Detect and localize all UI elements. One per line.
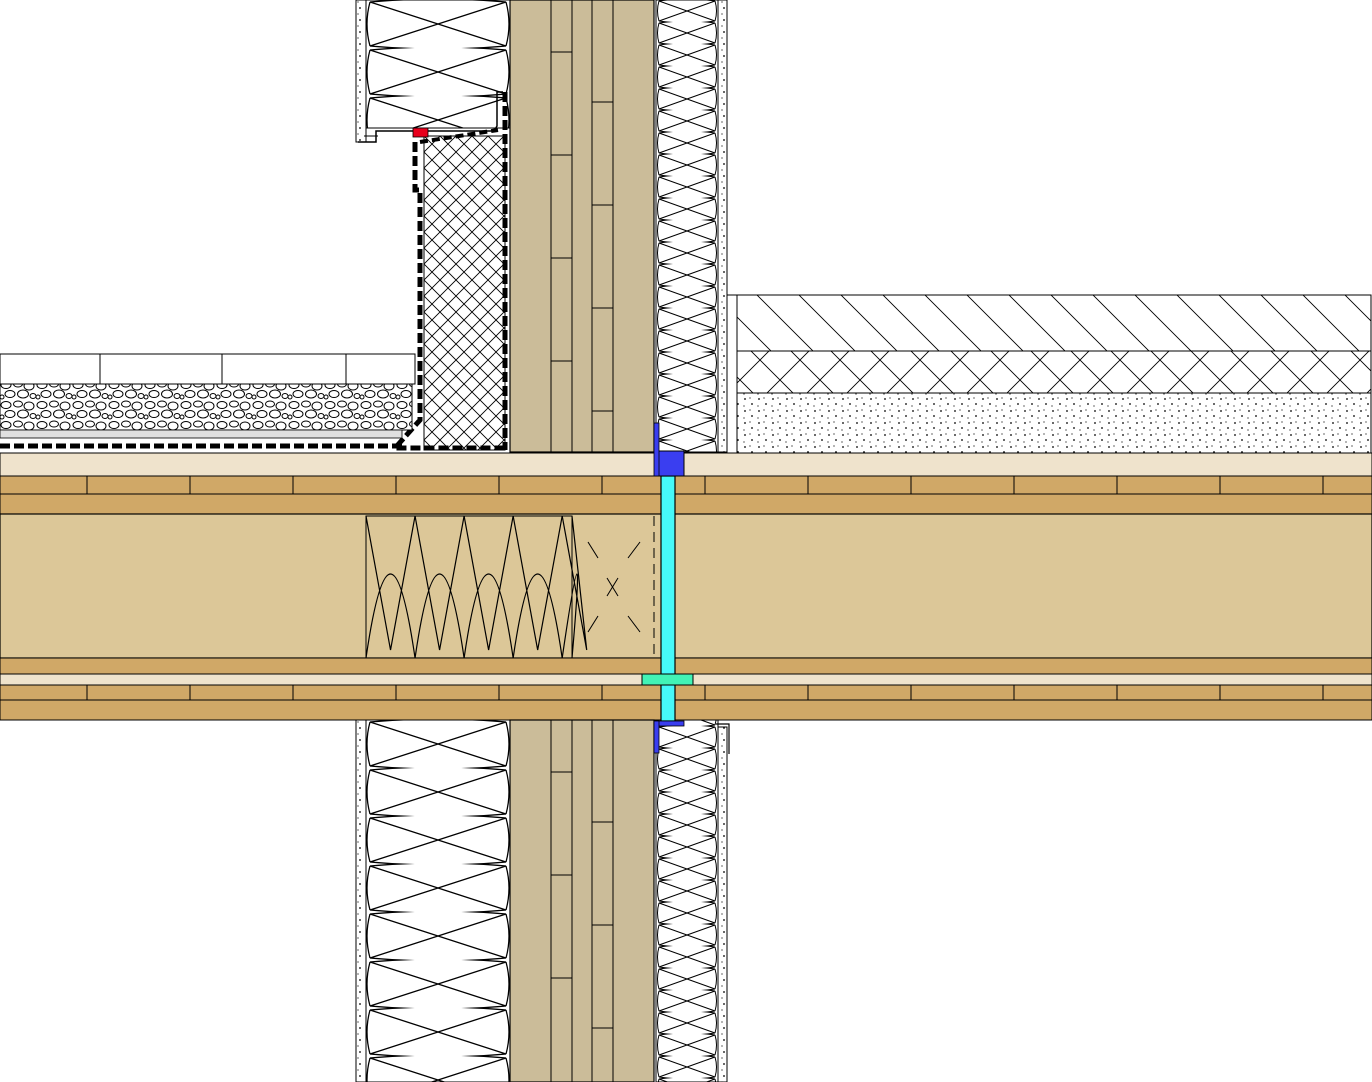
- lower-wall-cladding: [355, 719, 367, 1082]
- slab-top-board: [0, 452, 1372, 477]
- floor-build-up: [726, 294, 1372, 454]
- slab-top-lamella: [0, 475, 1372, 495]
- upper-bracket: [655, 450, 685, 477]
- upstand-insulation: [423, 135, 506, 451]
- slab-blocking: [571, 516, 655, 658]
- upper-wall-cladding: [355, 0, 367, 143]
- slab-top-joints: [86, 476, 1324, 494]
- lower-wall-clt: [509, 719, 655, 1082]
- slab-bottom-lamella-3: [0, 699, 1372, 721]
- bearing-connection: [641, 422, 694, 754]
- clt-floor-slab: [0, 452, 1372, 721]
- floor-screed: [736, 294, 1372, 352]
- roof-upstand: [389, 92, 508, 451]
- lower-wall-insulation: [365, 719, 511, 1082]
- upper-wall-service-insulation: [655, 0, 719, 453]
- slab-bottom-joints: [86, 685, 1324, 700]
- roof-terrace-build-up: [0, 353, 416, 449]
- upper-wall-lining: [717, 0, 728, 453]
- wall-lower: [355, 719, 730, 1082]
- upper-wall-insulation: [365, 0, 511, 129]
- sealing-tape: [412, 127, 429, 138]
- wall-upper: [355, 0, 728, 453]
- slab-second-lamella: [0, 493, 1372, 515]
- upstand-membrane: [389, 92, 508, 451]
- terrace-gravel: [0, 383, 413, 431]
- core-insulation-wave: [512, 515, 563, 659]
- resilient-strip: [641, 673, 694, 686]
- slab-core: [0, 513, 1372, 659]
- lower-wall-service-insulation: [655, 719, 719, 1082]
- core-insulation-wave: [414, 515, 465, 659]
- floor-impact-insulation: [736, 350, 1372, 394]
- upper-wall-clt: [509, 0, 655, 453]
- floor-fill: [736, 392, 1372, 454]
- slab-bottom-lamella: [0, 657, 1372, 675]
- lower-wall-lining: [717, 726, 728, 1082]
- edge-insulation-strip: [726, 294, 738, 454]
- terrace-protection-layer: [0, 429, 403, 439]
- slab-bottom-lamella-2: [0, 684, 1372, 701]
- core-insulation-wave: [463, 515, 514, 659]
- core-insulation-wave: [365, 515, 416, 659]
- slab-core-insulation-waves: [365, 515, 588, 659]
- core-insulation-wave: [561, 515, 588, 659]
- terrace-paving: [0, 353, 416, 385]
